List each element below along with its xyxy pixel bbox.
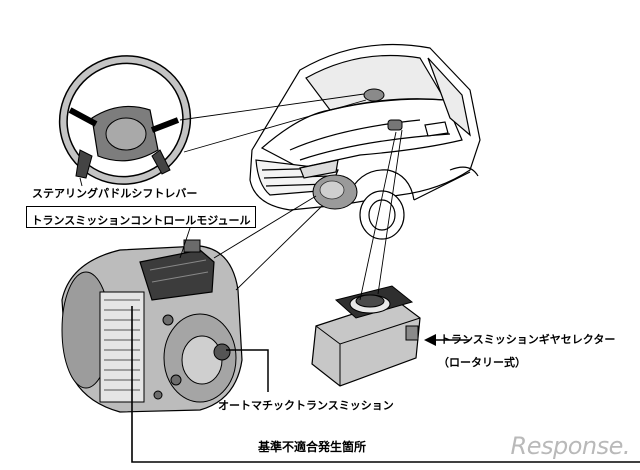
paddle-shift-label: ステアリングパドルシフトレバー [32,187,198,200]
defect-bracket [131,306,640,463]
gear-selector-label: トランスミッションギヤセレクター [440,333,616,346]
watermark-text: Response. [510,432,631,460]
vehicle-illustration [249,43,481,240]
vehicle-steering-marker [363,88,385,102]
vehicle-selector-marker [387,119,403,131]
response-watermark: Response. [510,432,631,460]
tcm-label-box: トランスミッションコントロールモジュール [26,206,256,228]
transmission-arrow [226,349,269,392]
gear-selector-type-label: （ロータリー式） [438,356,526,369]
leader-lines [79,93,403,301]
steering-wheel-illustration [58,55,192,185]
vehicle-transmission-highlight [312,174,358,210]
selector-arrow [424,334,470,346]
transmission-illustration [61,239,243,413]
gear-selector-illustration [311,285,421,387]
defect-location-label: 基準不適合発生箇所 [258,440,367,454]
tcm-label: トランスミッションコントロールモジュール [31,214,251,227]
automatic-transmission-label: オートマチックトランスミッション [218,399,394,412]
